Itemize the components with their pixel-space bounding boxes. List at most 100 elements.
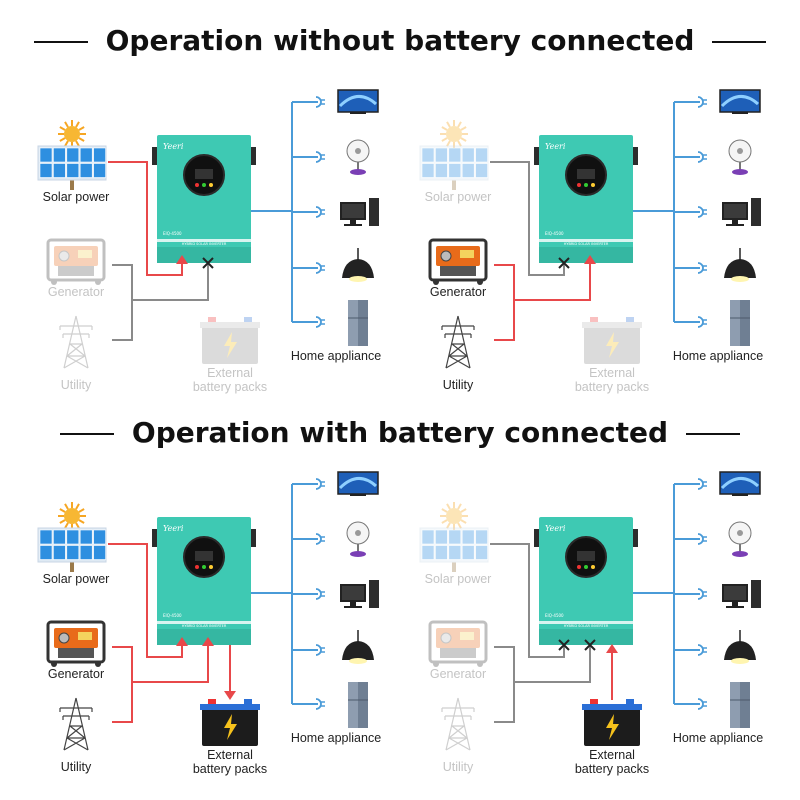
grid-line xyxy=(494,264,515,341)
blocked-mark xyxy=(558,257,570,269)
pendant-lamp-icon xyxy=(724,630,756,664)
tv-icon xyxy=(337,89,379,114)
pendant-lamp-icon xyxy=(342,248,374,282)
plug-icon xyxy=(315,206,322,218)
plug-icon xyxy=(697,206,704,218)
battery-icon xyxy=(200,317,260,364)
label-solar-power: Solar power xyxy=(42,572,110,586)
grid-feed-line xyxy=(514,645,591,683)
label-battery-line1: External xyxy=(589,366,635,380)
solar-panel-icon xyxy=(419,527,489,572)
generator-icon xyxy=(46,238,106,285)
label-generator: Generator xyxy=(429,667,487,681)
label-generator: Generator xyxy=(47,667,105,681)
utility-tower-icon xyxy=(59,697,93,751)
plug-icon xyxy=(315,698,322,710)
fan-icon xyxy=(728,521,752,557)
generator-icon xyxy=(428,620,488,667)
label-utility: Utility xyxy=(60,378,92,392)
label-generator: Generator xyxy=(429,285,487,299)
title-rule-left xyxy=(59,433,114,435)
solar-panel-icon xyxy=(37,145,107,190)
inverter-strip-text: HYBRID SOLAR INVERTER xyxy=(182,242,227,246)
solar-line xyxy=(108,543,183,658)
solar-line xyxy=(108,161,183,276)
flow-arrow xyxy=(584,255,596,264)
label-solar-power: Solar power xyxy=(424,190,492,204)
plug-icon xyxy=(315,478,322,490)
computer-icon xyxy=(340,580,379,608)
inverter-model: EIQ-4500 xyxy=(545,613,564,618)
computer-icon xyxy=(722,198,761,226)
flow-arrow xyxy=(176,637,188,646)
plug-icon xyxy=(697,96,704,108)
blocked-mark xyxy=(558,639,570,651)
inverter-strip-text: HYBRID SOLAR INVERTER xyxy=(182,624,227,628)
plug-icon xyxy=(315,588,322,600)
grid-line xyxy=(112,264,133,341)
plug-icon xyxy=(315,262,322,274)
flow-arrow xyxy=(606,644,618,653)
pendant-lamp-icon xyxy=(724,248,756,282)
plug-icon xyxy=(697,588,704,600)
plug-icon xyxy=(697,644,704,656)
generator-icon xyxy=(428,238,488,285)
grid-line xyxy=(494,646,515,723)
refrigerator-icon xyxy=(348,300,368,346)
plug-icon xyxy=(697,262,704,274)
label-battery-line2: battery packs xyxy=(192,380,268,394)
fan-icon xyxy=(346,139,370,175)
inverter-brand: Yeeri xyxy=(545,524,566,533)
flow-arrow xyxy=(224,691,236,700)
blocked-mark xyxy=(584,639,596,651)
label-home-appliance: Home appliance xyxy=(290,349,382,363)
label-battery-line1: External xyxy=(207,748,253,762)
fan-icon xyxy=(728,139,752,175)
title-bottom: Operation with battery connected xyxy=(0,416,800,449)
title-rule-right xyxy=(686,433,741,435)
sun-icon xyxy=(58,502,86,530)
computer-icon xyxy=(340,198,379,226)
plug-icon xyxy=(697,316,704,328)
label-home-appliance: Home appliance xyxy=(290,731,382,745)
label-utility: Utility xyxy=(60,760,92,774)
refrigerator-icon xyxy=(730,682,750,728)
plug-icon xyxy=(697,533,704,545)
sun-icon xyxy=(440,120,468,148)
refrigerator-icon xyxy=(730,300,750,346)
label-utility: Utility xyxy=(442,378,474,392)
utility-tower-icon xyxy=(59,315,93,369)
plug-icon xyxy=(315,96,322,108)
grid-feed-line xyxy=(132,263,209,301)
tv-icon xyxy=(719,89,761,114)
title-top: Operation without battery connected xyxy=(0,24,800,57)
computer-icon xyxy=(722,580,761,608)
inverter-brand: Yeeri xyxy=(545,142,566,151)
plug-icon xyxy=(315,533,322,545)
plug-icon xyxy=(315,644,322,656)
pendant-lamp-icon xyxy=(342,630,374,664)
solar-line xyxy=(490,543,565,658)
title-rule-right xyxy=(712,41,767,43)
label-generator: Generator xyxy=(47,285,105,299)
flow-arrow xyxy=(176,255,188,264)
label-home-appliance: Home appliance xyxy=(672,349,764,363)
sun-icon xyxy=(440,502,468,530)
label-battery-line1: External xyxy=(589,748,635,762)
utility-tower-icon xyxy=(441,315,475,369)
generator-icon xyxy=(46,620,106,667)
sun-icon xyxy=(58,120,86,148)
grid-feed-line xyxy=(514,263,591,301)
title-rule-left xyxy=(33,41,88,43)
solar-panel-icon xyxy=(419,145,489,190)
inverter-model: EIQ-4500 xyxy=(163,613,182,618)
utility-tower-icon xyxy=(441,697,475,751)
inverter-brand: Yeeri xyxy=(163,142,184,151)
